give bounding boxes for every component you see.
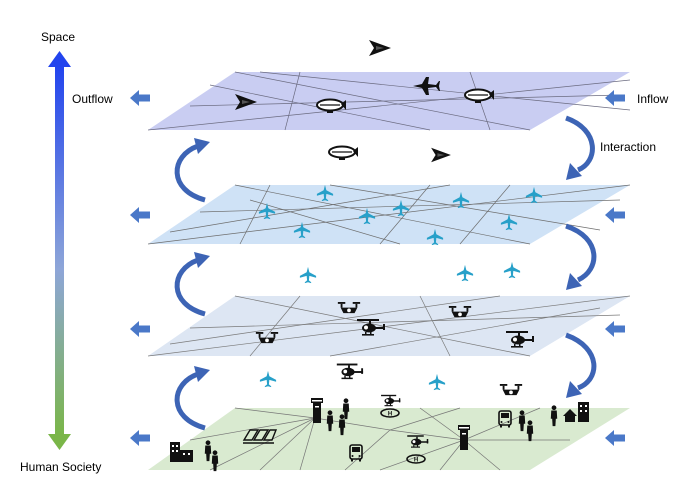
helicopter-icon xyxy=(381,394,401,407)
inflow-label: Inflow xyxy=(637,92,669,106)
interaction-arrowheads-up xyxy=(194,138,210,382)
outflow-arrows xyxy=(130,90,150,446)
interaction-arrows-down xyxy=(565,115,597,391)
layer-ground xyxy=(148,394,630,472)
space-label: Space xyxy=(41,30,76,44)
interaction-arrows-up xyxy=(174,143,206,431)
layer-lower xyxy=(147,295,631,357)
interaction-arrowheads-down xyxy=(566,163,582,398)
interaction-label: Interaction xyxy=(600,140,657,154)
space-society-axis xyxy=(48,51,71,450)
human-society-label: Human Society xyxy=(20,460,102,474)
layer-top xyxy=(147,71,631,131)
layer-upper xyxy=(147,184,631,246)
outflow-label: Outflow xyxy=(72,92,113,106)
